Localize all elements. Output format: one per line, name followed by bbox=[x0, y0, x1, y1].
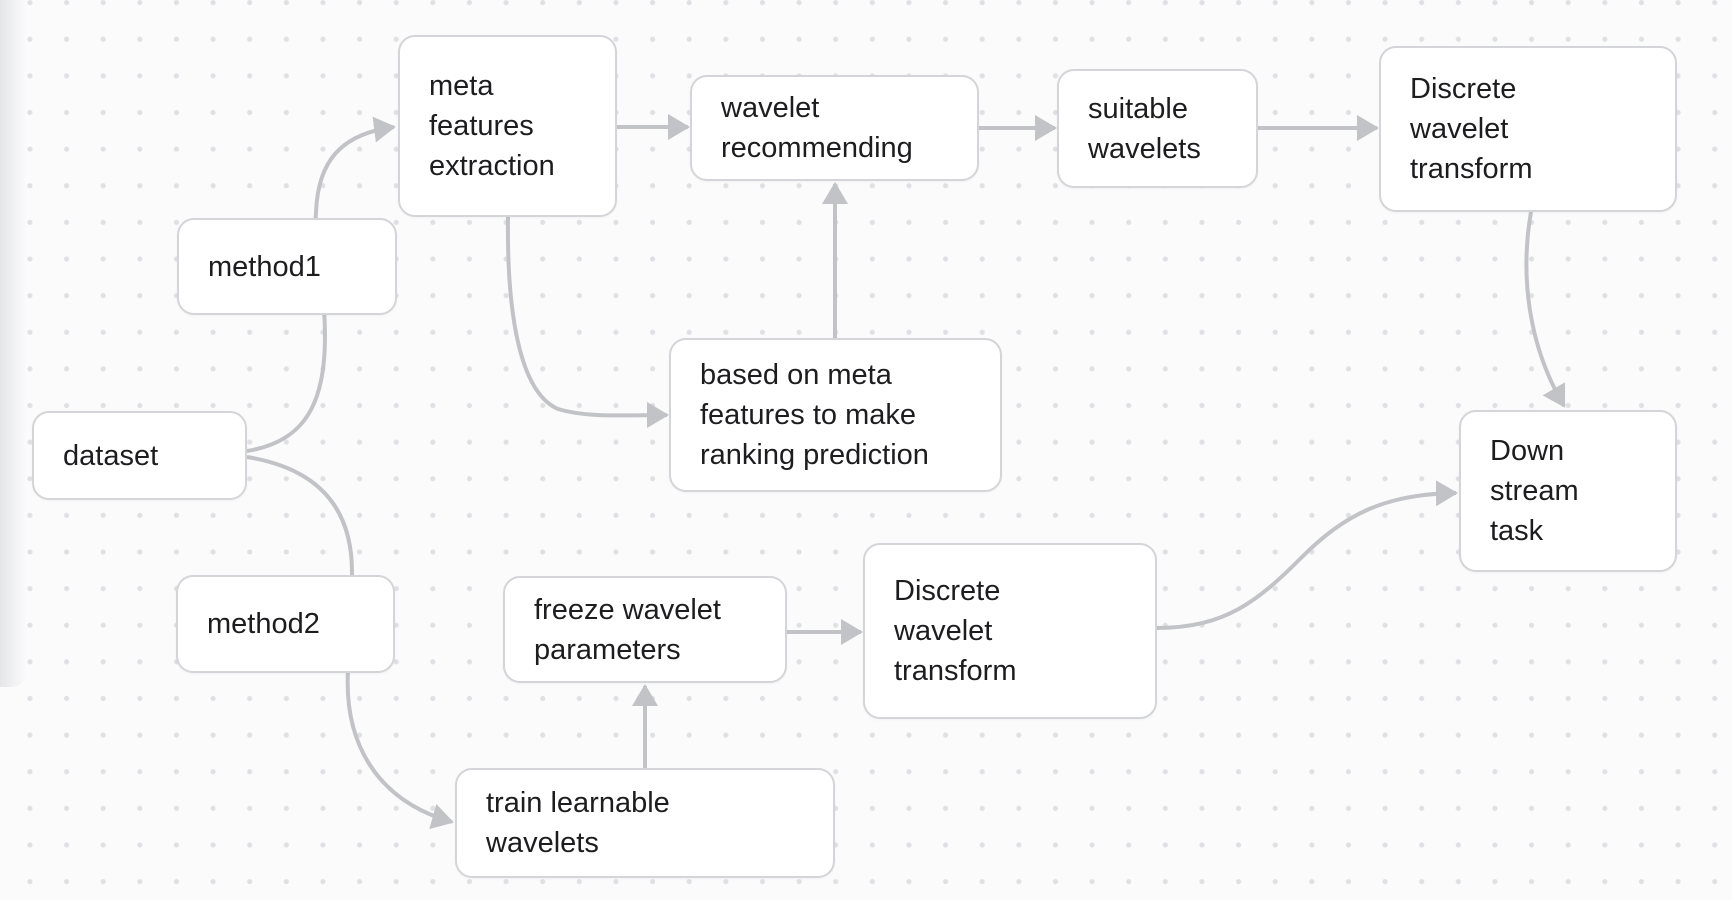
node-down-stream-task[interactable]: Down stream task bbox=[1459, 410, 1677, 572]
node-label-based-on-meta-ranking-prediction: based on meta features to make ranking p… bbox=[700, 359, 929, 471]
node-wavelet-recommending[interactable]: wavelet recommending bbox=[690, 75, 979, 181]
node-discrete-wavelet-transform-top[interactable]: Discrete wavelet transform bbox=[1379, 46, 1677, 212]
node-method1[interactable]: method1 bbox=[177, 218, 397, 315]
node-label-method1: method1 bbox=[208, 250, 321, 283]
node-meta-features-extraction[interactable]: meta features extraction bbox=[398, 35, 617, 217]
node-freeze-wavelet-parameters[interactable]: freeze wavelet parameters bbox=[503, 576, 787, 683]
node-label-freeze-wavelet-parameters: freeze wavelet parameters bbox=[534, 593, 721, 666]
node-label-suitable-wavelets: suitable wavelets bbox=[1088, 92, 1201, 165]
node-based-on-meta-ranking-prediction[interactable]: based on meta features to make ranking p… bbox=[669, 338, 1002, 492]
node-label-down-stream-task: Down stream task bbox=[1490, 435, 1579, 547]
node-label-train-learnable-wavelets: train learnable wavelets bbox=[486, 787, 670, 859]
node-label-discrete-wavelet-transform-bottom: Discrete wavelet transform bbox=[894, 575, 1017, 687]
node-discrete-wavelet-transform-bottom[interactable]: Discrete wavelet transform bbox=[863, 543, 1157, 719]
node-suitable-wavelets[interactable]: suitable wavelets bbox=[1057, 69, 1258, 188]
edge-meta-features-to-based-on-meta[interactable] bbox=[505, 216, 669, 429]
node-dataset[interactable]: dataset bbox=[32, 411, 247, 500]
edge-discrete-wavelet-transform-top-to-down-stream-task[interactable] bbox=[1524, 211, 1566, 408]
edge-discrete-wavelet-transform-bottom-to-down-stream-task[interactable] bbox=[1156, 480, 1458, 630]
node-method2[interactable]: method2 bbox=[176, 575, 395, 673]
node-label-meta-features-extraction: meta features extraction bbox=[429, 70, 555, 182]
node-label-discrete-wavelet-transform-top: Discrete wavelet transform bbox=[1410, 73, 1533, 185]
node-label-dataset: dataset bbox=[63, 439, 159, 472]
node-label-method2: method2 bbox=[207, 608, 320, 640]
canvas-left-edge-shadow bbox=[0, 0, 27, 687]
node-train-learnable-wavelets[interactable]: train learnable wavelets bbox=[455, 768, 835, 878]
node-label-wavelet-recommending: wavelet recommending bbox=[721, 92, 913, 164]
